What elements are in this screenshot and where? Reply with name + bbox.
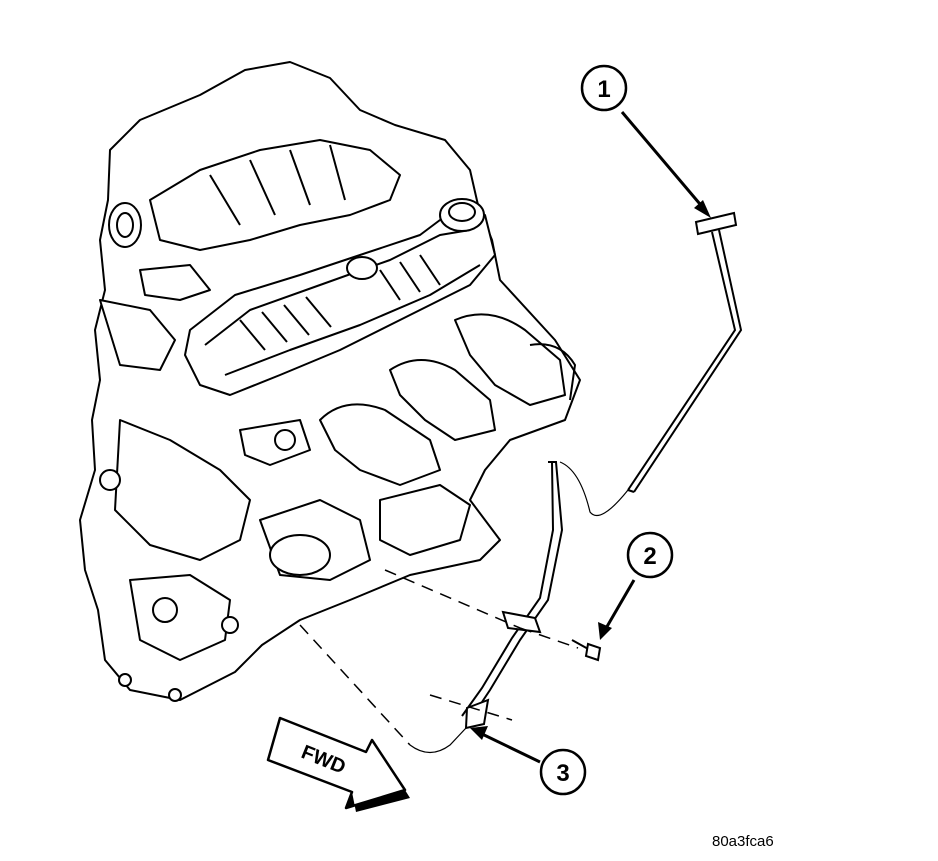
callout-3-label: 3 [556,760,569,787]
callout-1-leader [620,111,707,211]
callout-2: 2 [598,531,674,640]
callout-2-leader [603,579,636,631]
fwd-arrow: FWD [266,716,410,812]
callout-2-label: 2 [643,543,656,570]
callout-1-arrowhead [694,200,711,218]
engine-illustration [79,61,581,702]
dipstick-tube [461,461,564,730]
dipstick [627,211,743,493]
fwd-arrow-shadow [346,790,410,812]
callout-2-circle [626,531,674,579]
callout-2-arrowhead [598,622,612,640]
bolt [571,639,602,662]
dipstick-handle [694,211,738,236]
callout-3: 3 [470,726,587,796]
callout-3-circle [539,748,587,796]
alignment-lines [299,569,579,746]
callout-1-label: 1 [597,76,610,103]
figure-id: 80a3fca6 [712,833,774,850]
callout-3-leader [479,731,541,764]
callout-1: 1 [580,64,711,218]
callout-1-circle [580,64,628,112]
insertion-path-line [559,461,629,517]
tube-path-line [409,727,467,754]
callout-3-arrowhead [470,726,488,740]
